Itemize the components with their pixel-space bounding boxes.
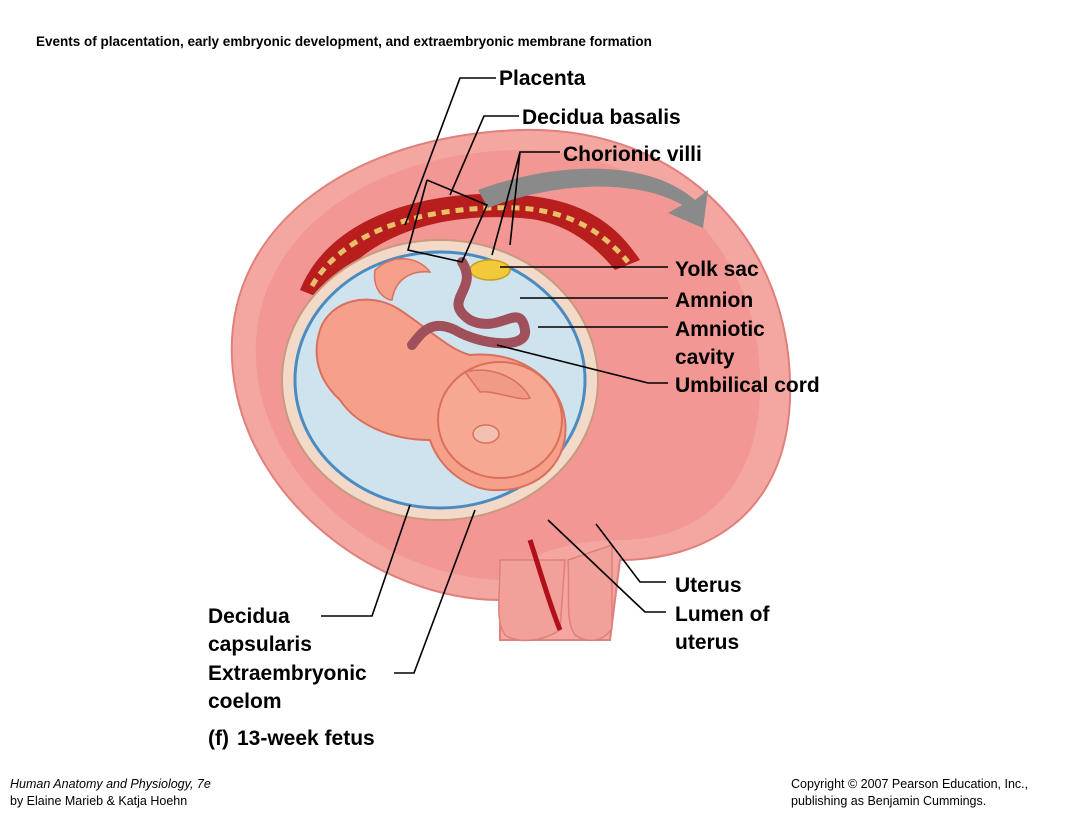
- figure-caption: (f) 13-week fetus: [208, 727, 383, 751]
- publisher-line: publishing as Benjamin Cummings.: [791, 794, 987, 808]
- caption-text: 13-week fetus: [236, 727, 375, 750]
- book-title: Human Anatomy and Physiology: [10, 777, 190, 791]
- copyright-line: Copyright © 2007 Pearson Education, Inc.…: [791, 777, 1029, 791]
- label-lumen-of-uterus: Lumen of uterus: [675, 603, 770, 654]
- label-amnion: Amnion: [675, 289, 754, 312]
- yolk-sac: [469, 259, 511, 281]
- label-decidua-capsularis: Decidua capsularis: [208, 605, 312, 656]
- label-extraembryonic-coelom: Extraembryonic coelom: [208, 662, 367, 713]
- label-umbilical-cord: Umbilical cord: [675, 374, 820, 397]
- label-decidua-basalis: Decidua basalis: [522, 106, 681, 129]
- leader-lines: [321, 77, 668, 674]
- decidua-band: [300, 193, 640, 300]
- book-authors: by Elaine Marieb & Katja Hoehn: [10, 794, 188, 808]
- cervix: [498, 539, 613, 642]
- footer-book-info: Human Anatomy and Physiology, 7e by Elai…: [10, 776, 211, 810]
- label-placenta: Placenta: [499, 67, 586, 90]
- label-chorionic-villi: Chorionic villi: [563, 143, 702, 166]
- caption-letter: (f): [208, 727, 229, 750]
- slide-title: Events of placentation, early embryonic …: [36, 34, 652, 49]
- label-amniotic-cavity: Amniotic cavity: [675, 318, 765, 369]
- book-edition: , 7e: [189, 777, 211, 791]
- label-yolk-sac: Yolk sac: [675, 258, 759, 281]
- umbilical-cord: [407, 257, 530, 350]
- fetus: [315, 258, 567, 492]
- footer-copyright: Copyright © 2007 Pearson Education, Inc.…: [791, 776, 1028, 810]
- label-uterus: Uterus: [675, 574, 742, 597]
- curved-arrow: [478, 168, 708, 228]
